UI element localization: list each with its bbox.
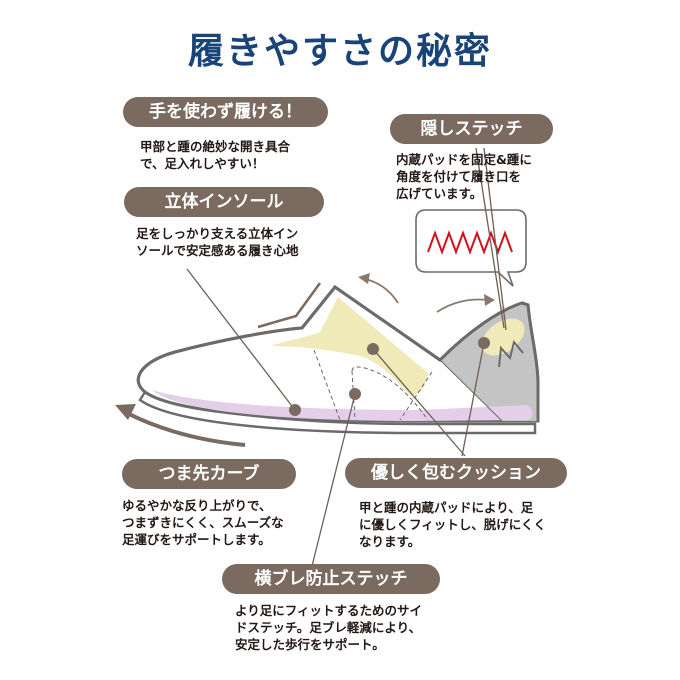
callout-dots xyxy=(289,337,490,416)
zigzag-stitch-icon xyxy=(427,230,513,255)
feature-label-side-stitch: 横ブレ防止ステッチ xyxy=(222,564,440,594)
feature-desc-hidden-stitch: 内蔵パッドを固定&踵に 角度を付けて履き口を 広げています。 xyxy=(396,152,532,201)
feature-label-cushion: 優しく包むクッション xyxy=(345,458,567,488)
shoe-icon xyxy=(136,284,540,435)
opening-arrow-left-icon xyxy=(358,273,399,304)
feature-label-hidden-stitch: 隠しステッチ xyxy=(390,114,553,144)
feature-label-3d-insole: 立体インソール xyxy=(124,187,324,217)
toe-curve-arrow-icon xyxy=(115,404,246,447)
tongue-flap-icon xyxy=(257,282,322,329)
feature-desc-3d-insole: 足をしっかり支える立体イン ソールで安定感ある履き心地 xyxy=(136,226,299,258)
feature-desc-cushion: 甲と踵の内蔵パッドにより、足 に優しくフィットし、脱げにくく なります。 xyxy=(359,500,547,549)
feature-label-easy-on: 手を使わず履ける！ xyxy=(123,97,328,127)
stitch-callout-bubble xyxy=(415,209,527,287)
feature-desc-toe-curve: ゆるやかな反り上がりで、 つまずきにくく、スムーズな 足運びをサポートします。 xyxy=(122,498,284,547)
feature-label-toe-curve: つま先カーブ xyxy=(122,459,296,489)
leader-lines xyxy=(186,147,507,567)
feature-desc-side-stitch: より足にフィットするためのサイ ドステッチ。足ブレ軽減により、 安定した歩行をサ… xyxy=(235,603,423,652)
feature-desc-easy-on: 甲部と踵の絶妙な開き具合 で、足入れしやすい！ xyxy=(140,139,291,171)
opening-arrow-right-icon xyxy=(436,294,495,313)
page-title: 履きやすさの秘密 xyxy=(187,31,492,72)
